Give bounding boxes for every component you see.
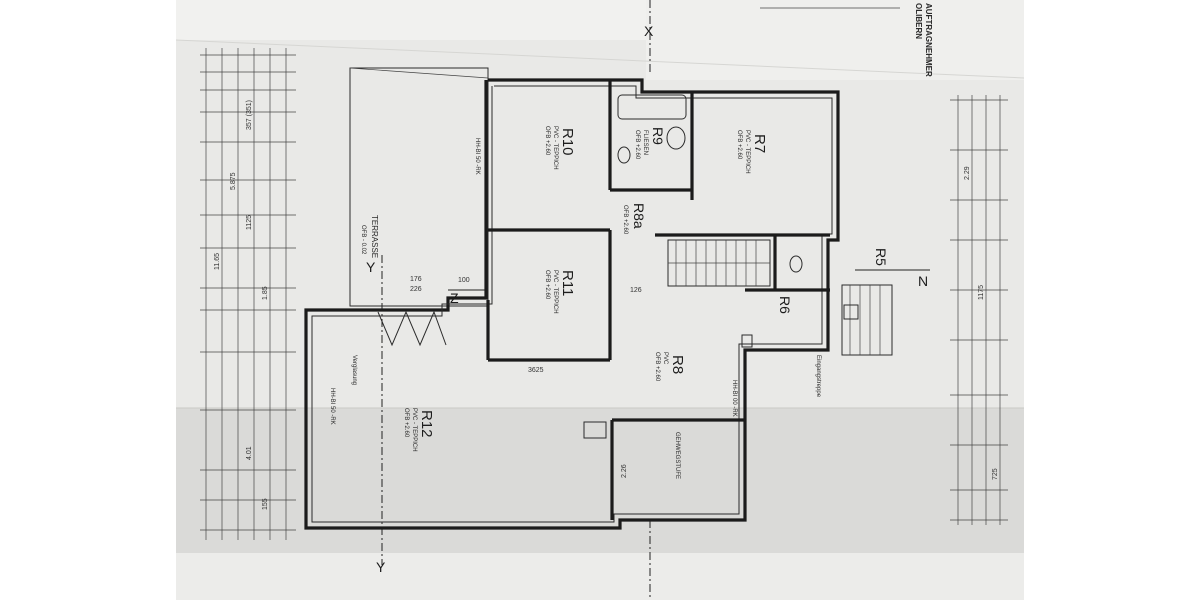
dim-155: 155 bbox=[262, 498, 269, 510]
washbasin bbox=[666, 126, 686, 150]
duct bbox=[741, 334, 753, 348]
dim-1125: 1125 bbox=[246, 215, 253, 230]
room-r8-finish: OFB +2.60 bbox=[654, 352, 660, 382]
room-r12-finish: OFB +2.60 bbox=[403, 408, 409, 438]
room-r11-finish: OFB +2.60 bbox=[544, 270, 550, 300]
paper-shadow-band bbox=[176, 408, 1024, 553]
room-r8a-finish: OFB +2.60 bbox=[622, 205, 628, 235]
dim-100: 100 bbox=[458, 277, 470, 284]
entry-steps bbox=[841, 284, 893, 356]
chimney bbox=[583, 421, 607, 439]
dim-11-75: 1175 bbox=[978, 285, 985, 300]
room-r8a: R8a OFB +2.60 bbox=[622, 203, 647, 235]
room-r8-id: R8 bbox=[669, 355, 686, 374]
terrace-outline bbox=[349, 67, 489, 307]
room-r7: R7 PVC - TEPPICH OFB +2.60 bbox=[736, 130, 768, 174]
staircase bbox=[667, 239, 771, 287]
dim-126: 126 bbox=[630, 287, 642, 294]
room-r7-finish: OFB +2.60 bbox=[736, 130, 742, 160]
dim-4-01: 4.01 bbox=[246, 446, 253, 460]
room-r6-id: R6 bbox=[777, 296, 793, 314]
toilet bbox=[617, 146, 631, 164]
shaft bbox=[843, 304, 859, 320]
dim-1-85: 1.85 bbox=[262, 286, 269, 300]
room-r9-note: FLIESEN bbox=[642, 130, 648, 155]
dim-3625: 3625 bbox=[528, 367, 544, 374]
terrace-name: TERRASSE bbox=[370, 215, 379, 258]
title-block-line1: AUFTRAGNEHMER bbox=[924, 3, 933, 77]
dim-2-29: 2.29 bbox=[964, 166, 971, 180]
exterior-walls bbox=[304, 78, 840, 530]
section-marker-x: X bbox=[644, 23, 654, 39]
ri-label-left: HH-BI 50 -RK bbox=[329, 388, 335, 425]
room-r8: R8 PVC OFB +2.60 bbox=[654, 352, 686, 382]
room-r8-note: PVC bbox=[662, 352, 668, 365]
right-dimension-chains bbox=[950, 95, 1008, 525]
room-r11-note: PVC - TEPPICH bbox=[552, 270, 558, 314]
terrace-door bbox=[377, 310, 447, 347]
section-marker-y-left: Y bbox=[366, 259, 376, 275]
ri-label-mid: HH-BI 50 -RK bbox=[474, 138, 480, 175]
room-r12-id: R12 bbox=[418, 410, 435, 438]
section-marker-y-bottom: Y bbox=[376, 559, 386, 575]
terrace-finish: OFB - 0.02 bbox=[360, 225, 366, 255]
entry-steps-label: Eingangstreppe bbox=[815, 355, 821, 398]
room-r12-note: PVC - TEPPICH bbox=[411, 408, 417, 452]
glazing-label: Verglasung bbox=[351, 355, 357, 385]
dim-5-875: 5.875 bbox=[230, 172, 237, 190]
dim-357: 357 (351) bbox=[246, 100, 253, 130]
paper-fold-top-right bbox=[646, 0, 1024, 80]
room-r9: R9 FLIESEN OFB +2.60 bbox=[634, 127, 666, 160]
room-r8a-id: R8a bbox=[631, 203, 647, 229]
room-r9-id: R9 bbox=[650, 127, 666, 145]
room-r10: R10 PVC - TEPPICH OFB +2.60 bbox=[544, 126, 576, 170]
bathtub bbox=[617, 94, 687, 120]
room-r9-finish: OFB +2.60 bbox=[634, 130, 640, 160]
room-r10-note: PVC - TEPPICH bbox=[552, 126, 558, 170]
dim-226: 226 bbox=[410, 286, 422, 293]
room-r7-note: PVC - TEPPICH bbox=[744, 130, 750, 174]
section-marker-n: N bbox=[918, 273, 928, 289]
room-r10-finish: OFB +2.60 bbox=[544, 126, 550, 156]
stair-note-label: GEHWEGSTUFE bbox=[674, 432, 680, 479]
room-r7-id: R7 bbox=[751, 134, 768, 153]
paper-fold-top-left bbox=[176, 0, 646, 40]
paper-edge bbox=[175, 39, 1025, 79]
terrace-edge bbox=[349, 67, 489, 79]
dim-2-26: 2.26 bbox=[621, 464, 628, 478]
left-dimension-chains bbox=[200, 48, 296, 540]
dim-11-65: 11.65 bbox=[214, 253, 221, 270]
ri-label-right: HH-BI 00 -RK bbox=[731, 380, 737, 417]
guest-toilet bbox=[789, 255, 803, 273]
room-r12: R12 PVC - TEPPICH OFB +2.60 bbox=[403, 408, 435, 452]
room-r11: R11 PVC - TEPPICH OFB +2.60 bbox=[544, 270, 576, 314]
room-r10-id: R10 bbox=[559, 128, 576, 156]
room-r5-id: R5 bbox=[873, 248, 889, 266]
dim-176: 176 bbox=[410, 276, 422, 283]
paper-fold-bottom bbox=[176, 553, 1024, 600]
interior-walls bbox=[486, 80, 830, 520]
room-r11-id: R11 bbox=[559, 270, 576, 296]
dim-725: 725 bbox=[992, 468, 999, 480]
title-block-line2: OLIBERN bbox=[914, 3, 923, 39]
